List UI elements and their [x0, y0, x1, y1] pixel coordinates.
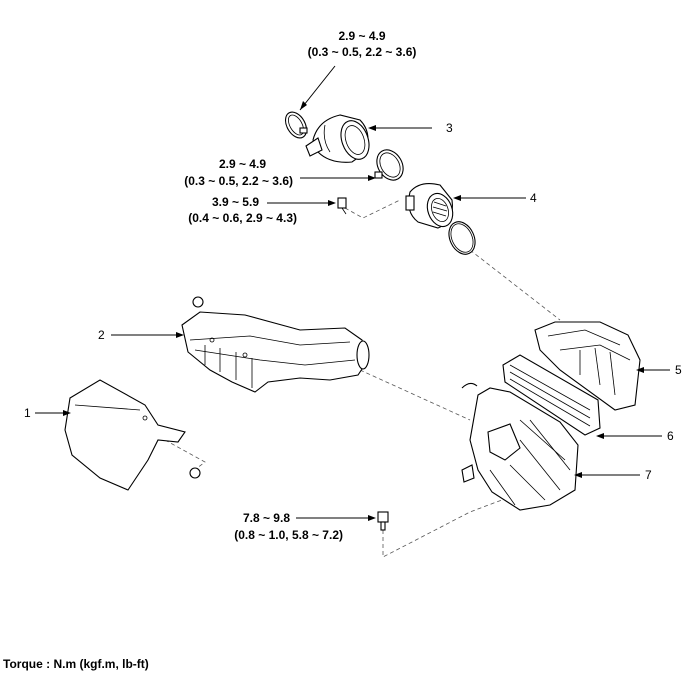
callout-leaders — [35, 125, 670, 478]
assembly-line-duct-to-case — [359, 369, 471, 421]
air-duct-part-2 — [181, 296, 370, 393]
callout-4: 4 — [530, 191, 537, 205]
lower-hose-clamp — [374, 149, 404, 181]
o-ring-inner — [450, 223, 474, 253]
lower-case-part-7 — [461, 382, 579, 511]
torque-clamp-upper-units: (0.3 ~ 0.5, 2.2 ~ 3.6) — [308, 45, 417, 59]
arrowhead-torque-clamp-upper — [300, 101, 307, 110]
assembly-line-bolt-small — [344, 199, 401, 219]
arrowhead-torque-clamp-lower — [368, 175, 376, 181]
torque-clamp-upper: 2.9 ~ 4.9 (0.3 ~ 0.5, 2.2 ~ 3.6) — [308, 29, 417, 59]
torque-clamp-lower-value: 2.9 ~ 4.9 — [219, 157, 266, 171]
callout-3: 3 — [446, 121, 453, 135]
callout-6: 6 — [667, 429, 674, 443]
assembly-line-bottom-bolt — [382, 494, 516, 558]
bottom-bolt — [377, 511, 389, 531]
filter-element-part-6 — [502, 354, 601, 436]
cover-part-1 — [64, 379, 201, 491]
torque-clamp-lower: 2.9 ~ 4.9 (0.3 ~ 0.5, 2.2 ~ 3.6) — [184, 157, 293, 188]
small-bolt — [337, 197, 347, 215]
intake-hose-part-3 — [305, 114, 370, 163]
assembly-line-cover-screw — [164, 439, 206, 473]
torque-bolt-bottom-value: 7.8 ~ 9.8 — [243, 511, 290, 525]
torque-clamp-upper-value: 2.9 ~ 4.9 — [338, 29, 385, 43]
torque-clamp-lower-units: (0.3 ~ 0.5, 2.2 ~ 3.6) — [184, 174, 293, 188]
torque-bolt-small-units: (0.4 ~ 0.6, 2.9 ~ 4.3) — [188, 211, 297, 225]
air-flow-sensor-part-4 — [405, 183, 454, 229]
torque-bolt-small-value: 3.9 ~ 5.9 — [212, 195, 259, 209]
callout-5: 5 — [675, 363, 682, 377]
torque-bolt-small: 3.9 ~ 5.9 (0.4 ~ 0.6, 2.9 ~ 4.3) — [188, 195, 297, 225]
callout-1: 1 — [24, 406, 31, 420]
callout-2: 2 — [98, 328, 105, 342]
upper-hose-clamp — [284, 111, 308, 139]
torque-units-footer: Torque : N.m (kgf.m, lb-ft) — [3, 657, 149, 671]
assembly-line-filter-housing — [469, 249, 561, 321]
arrowhead-torque-bolt-bottom — [368, 515, 376, 521]
upper-housing-part-5 — [534, 321, 641, 411]
torque-bolt-bottom-units: (0.8 ~ 1.0, 5.8 ~ 7.2) — [234, 528, 343, 542]
arrowhead-torque-bolt-small — [328, 200, 336, 206]
leader-torque-clamp-upper — [299, 65, 336, 111]
torque-bolt-bottom: 7.8 ~ 9.8 (0.8 ~ 1.0, 5.8 ~ 7.2) — [234, 511, 343, 542]
callout-7: 7 — [645, 468, 652, 482]
